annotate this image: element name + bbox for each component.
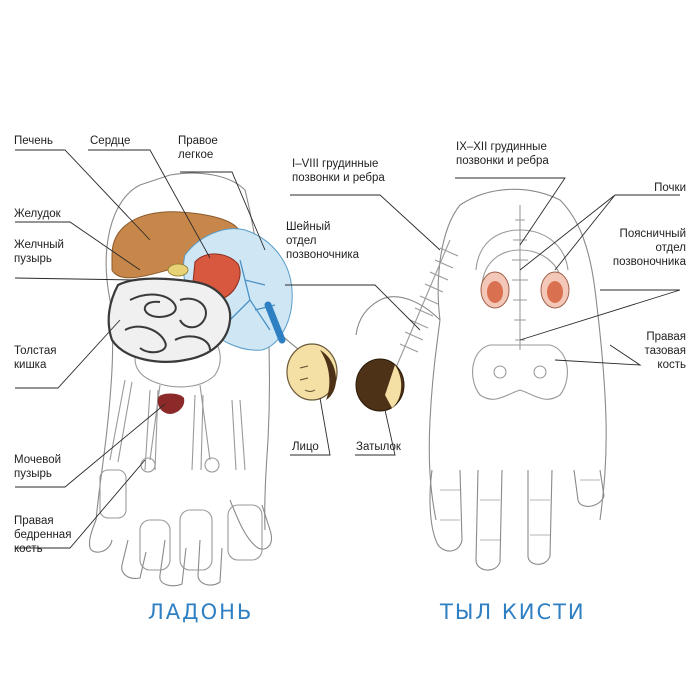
caption-palm: ЛАДОНЬ <box>148 600 254 624</box>
label-face: Лицо <box>292 441 319 453</box>
label-colon: Толстая кишка <box>14 345 57 371</box>
label-right-lung: Правое легкое <box>178 135 218 161</box>
caption-back: ТЫЛ КИСТИ <box>440 600 586 624</box>
label-nape: Затылок <box>356 441 401 453</box>
bladder-shape <box>157 393 185 414</box>
label-pelvis: Правая тазовая кость <box>644 331 686 371</box>
label-liver: Печень <box>14 135 54 147</box>
label-cervical: Шейный отдел позвоночника <box>286 221 360 261</box>
label-bladder: Мочевой пузырь <box>14 454 62 480</box>
label-femur: Правая бедренная кость <box>14 515 72 555</box>
label-kidneys: Почки <box>654 182 686 194</box>
face-drawing <box>286 343 338 401</box>
intestine-shape <box>107 277 232 363</box>
label-heart: Сердце <box>90 135 131 147</box>
label-stomach: Желудок <box>14 208 61 220</box>
label-thoracic-9-12: IX–XII грудинные позвонки и ребра <box>456 141 549 167</box>
leader-lines <box>14 149 681 549</box>
back-hand-outline <box>355 188 607 571</box>
label-gallbladder: Желчный пузырь <box>14 239 64 265</box>
label-thoracic-1-8: I–VIII грудинные позвонки и ребра <box>292 158 385 184</box>
back-organs <box>355 271 570 412</box>
palm-organs <box>107 211 338 414</box>
label-lumbar: Поясничный отдел позвоночника <box>612 228 686 268</box>
back-spine <box>472 205 569 400</box>
cervical-spine <box>394 239 459 371</box>
